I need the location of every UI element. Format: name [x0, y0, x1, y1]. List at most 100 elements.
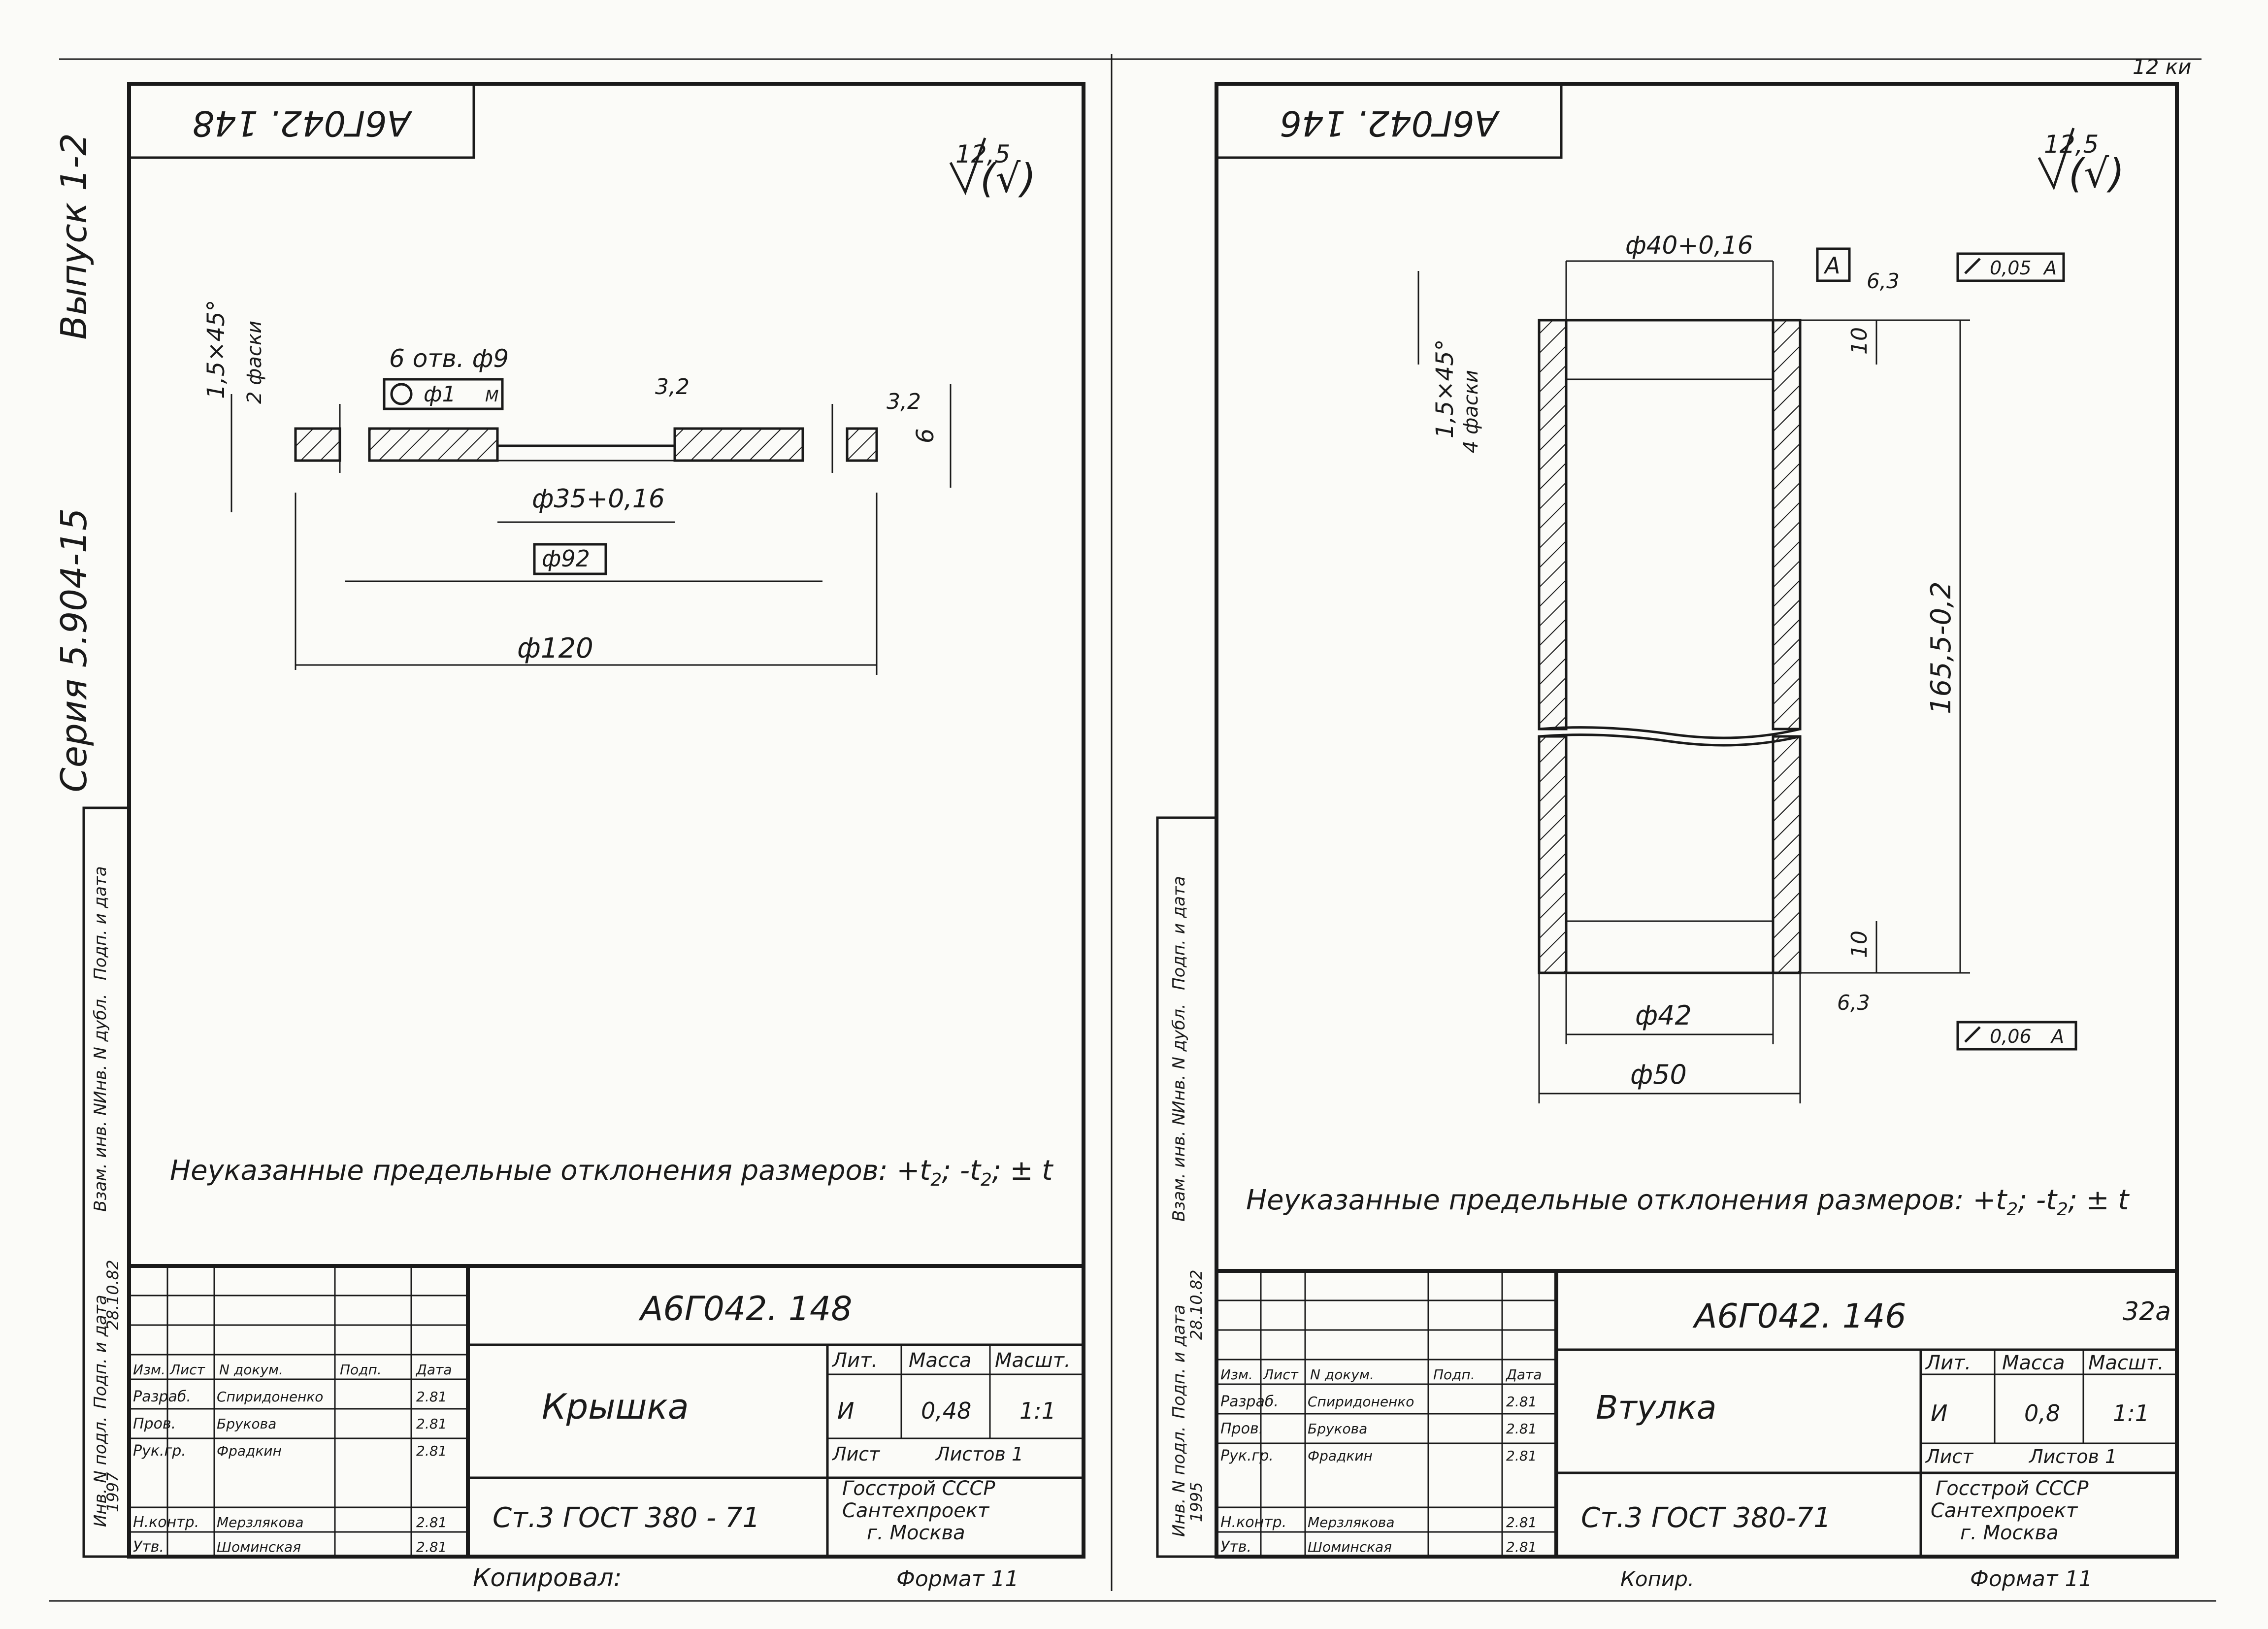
bushing-wall-right-bottom — [1772, 735, 1802, 974]
tb-p2-date: 2.81 — [416, 1443, 447, 1459]
right-top-code-box — [1215, 82, 1563, 159]
right-roughness-symbol: (√) — [2069, 151, 2124, 197]
side-col-0: Инв. N подл. — [91, 1416, 110, 1527]
left-note: Неуказанные предельные отклонения размер… — [170, 1155, 1053, 1190]
runout-top-arrow-icon — [1964, 258, 1981, 274]
left-sheet: А6Г042. 148 12,5 (√) Серия 5.904-15 Выпу… — [53, 82, 1085, 1592]
tb-p4-name: Шоминская — [217, 1539, 301, 1555]
right-copied: Копир. — [1620, 1567, 1694, 1591]
rtb-p3-date: 2.81 — [1506, 1514, 1537, 1530]
right-roughness-mark: 12,5 (√) — [2038, 128, 2124, 197]
r-side-col-2: Взам. инв. N — [1169, 1113, 1189, 1222]
bushing-wall-left-top — [1538, 319, 1568, 731]
tb-h1: Лист — [169, 1362, 205, 1378]
rtb-h4: Дата — [1505, 1366, 1542, 1383]
bushing-wall-left-bottom — [1538, 735, 1568, 974]
tb-sheets-label: Листов 1 — [935, 1443, 1023, 1465]
tb-scale-value: 1:1 — [1019, 1397, 1056, 1424]
runout-bottom-arrow-icon — [1964, 1026, 1981, 1043]
rtb-p2-role: Рук.гр. — [1220, 1447, 1274, 1464]
rtb-h2: N докум. — [1310, 1366, 1374, 1383]
position-tolerance-frame — [383, 378, 504, 410]
rtb-p3-name: Мерзлякова — [1308, 1514, 1395, 1530]
left-side-columns: Инв. N подл. Подп. и дата Взам. инв. N И… — [91, 866, 122, 1527]
tb-p0-name: Спиридоненко — [217, 1389, 323, 1405]
rtb-org-2: Сантехпроект — [1931, 1499, 2078, 1522]
rtb-mass-label: Масса — [2002, 1352, 2065, 1374]
side-col-4: Подп. и дата — [91, 866, 110, 980]
tb-p2-name: Фрадкин — [217, 1443, 282, 1459]
position-symbol-icon — [390, 383, 413, 405]
right-rough-bottom: 6,3 — [1837, 991, 1870, 1015]
rtb-lit-label: Лит. — [1925, 1352, 1971, 1374]
break-line-top — [1539, 726, 1801, 739]
right-note: Неуказанные предельные отклонения размер… — [1246, 1184, 2130, 1220]
right-roughness-check — [2038, 128, 2075, 191]
left-top-code-box — [128, 82, 475, 159]
left-rough-edge: 3,2 — [887, 389, 921, 414]
rtb-scale-label: Масшт. — [2088, 1352, 2164, 1374]
rtb-code: А6Г042. 146 — [1692, 1297, 1906, 1336]
runout-frame-bottom — [1956, 1021, 2077, 1051]
left-side-stamp — [82, 806, 131, 1558]
runout-bottom-datum: А — [2050, 1026, 2064, 1047]
side-col-3: Инв. N дубл. — [91, 994, 110, 1103]
r-side-col-4: Подп. и дата — [1169, 876, 1189, 990]
left-top-code: А6Г042. 148 — [192, 103, 412, 143]
tb-p0-date: 2.81 — [416, 1389, 447, 1405]
cover-plate-section — [230, 384, 952, 675]
left-roughness-symbol: (√) — [980, 156, 1036, 201]
right-len-bottom: 10 — [1847, 931, 1872, 958]
tb-name: Крышка — [542, 1387, 689, 1427]
tb-mass-label: Масса — [909, 1349, 972, 1372]
runout-frame-top — [1956, 252, 2065, 282]
rtb-org-1: Госстрой СССР — [1936, 1477, 2089, 1500]
rtb-p4-name: Шоминская — [1308, 1539, 1392, 1555]
left-rough-bore: 3,2 — [655, 374, 690, 399]
left-title-block: А6Г042. 148 Крышка Ст.3 ГОСТ 380 - 71 Ли… — [127, 1264, 1085, 1559]
right-inner-dim: ф42 — [1635, 1000, 1692, 1031]
tb-p1-role: Пров. — [133, 1415, 176, 1432]
side-col-2: Взам. инв. N — [91, 1103, 110, 1212]
rtb-p4-date: 2.81 — [1506, 1539, 1537, 1555]
left-thickness: 6 — [912, 428, 939, 443]
rtb-h1: Лист — [1263, 1366, 1299, 1383]
r-side-col-0: Инв. N подл. — [1169, 1426, 1189, 1537]
tb-org-3: г. Москва — [867, 1522, 965, 1544]
plate-part-2 — [368, 427, 499, 462]
bushing-wall-right-top — [1772, 319, 1802, 731]
right-format: Формат 11 — [1970, 1566, 2093, 1592]
right-runout-bottom: 0,06 — [1990, 1026, 2032, 1047]
plate-part-3 — [673, 427, 804, 462]
tb-material: Ст.3 ГОСТ 380 - 71 — [493, 1502, 760, 1534]
tb-p3-name: Мерзлякова — [217, 1514, 304, 1530]
rtb-p0-name: Спиридоненко — [1308, 1394, 1414, 1410]
right-datum: А — [1823, 252, 1840, 279]
left-series-label: Серия 5.904-15 — [53, 508, 95, 793]
left-outer-dim: ф120 — [517, 632, 593, 665]
rtb-p0-role: Разраб. — [1220, 1393, 1279, 1410]
left-bore-dim: ф35+0,16 — [532, 484, 665, 514]
left-roughness-mark: 12,5 (√) — [949, 137, 1036, 201]
left-issue-label: Выпуск 1-2 — [53, 133, 95, 339]
left-chamfer-label: 1,5×45° — [202, 299, 230, 399]
rtb-h0: Изм. — [1220, 1366, 1253, 1383]
rtb-p0-date: 2.81 — [1506, 1394, 1537, 1410]
rtb-h3: Подп. — [1433, 1366, 1475, 1383]
tb-h4: Дата — [415, 1362, 452, 1378]
right-chamfer-label: 1,5×45° — [1431, 339, 1459, 438]
rtb-p2-name: Фрадкин — [1308, 1448, 1373, 1464]
datum-box — [1816, 247, 1851, 282]
rtb-material: Ст.3 ГОСТ 380-71 — [1581, 1502, 1831, 1534]
plate-part-1 — [294, 427, 341, 462]
tb-p3-date: 2.81 — [416, 1514, 447, 1530]
side-year: 1997 — [103, 1472, 122, 1512]
right-runout-top: 0,05 — [1990, 257, 2032, 279]
rtb-p4-role: Утв. — [1220, 1538, 1251, 1556]
r-side-col-3: Инв. N дубл. — [1169, 1003, 1189, 1113]
rtb-p2-date: 2.81 — [1506, 1448, 1537, 1464]
right-side-columns: Инв. N подл. Подп. и дата Взам. инв. N И… — [1169, 876, 1206, 1537]
rtb-mass-value: 0,8 — [2024, 1400, 2060, 1427]
